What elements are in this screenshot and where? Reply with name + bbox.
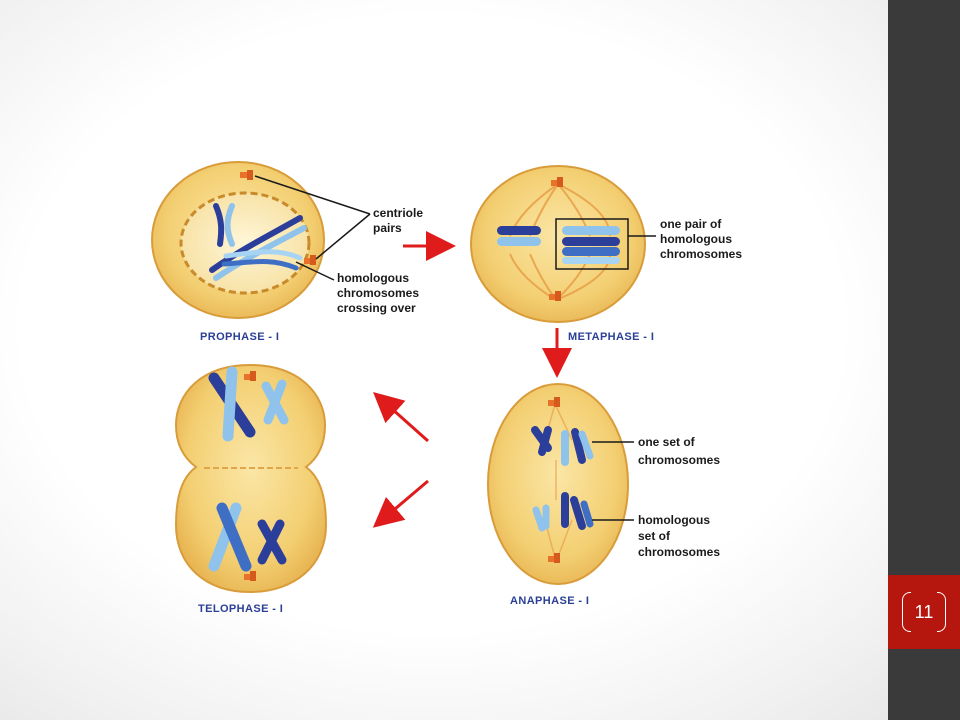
chromosome-group: [532, 492, 594, 532]
annotation-centriole-pairs: centriole pairs: [373, 206, 426, 235]
chromosome-group: [208, 502, 287, 572]
stage-label-metaphase: METAPHASE - I: [568, 331, 654, 343]
left-bracket-icon: [902, 592, 911, 632]
meiosis-diagram: centriole pairs homologous chromosomes c…: [151, 161, 742, 615]
page-number: 11: [914, 602, 934, 622]
stage-label-prophase: PROPHASE - I: [200, 331, 279, 343]
right-bracket-icon: [937, 592, 946, 632]
arrow-icon: [372, 479, 429, 528]
metaphase-cell: [470, 165, 646, 323]
centriole-icon: [548, 397, 560, 407]
centriole-icon: [551, 177, 563, 187]
stage-label-anaphase: ANAPHASE - I: [510, 595, 589, 607]
annotation-homologous-set: homologous set of chromosomes: [638, 513, 720, 559]
chromosome-group: [497, 226, 620, 264]
nuclear-envelope: [179, 191, 311, 295]
annotation-one-set: one set of chromosomes: [638, 435, 720, 467]
centriole-icon: [244, 371, 256, 381]
annotation-crossing-over: homologous chromosomes crossing over: [337, 271, 422, 315]
arrow-icon: [373, 392, 429, 443]
prophase-cell: [151, 161, 325, 319]
centriole-icon: [548, 553, 560, 563]
stage-label-telophase: TELOPHASE - I: [198, 603, 283, 615]
anaphase-cell: [487, 383, 629, 585]
homologous-pair-box: [555, 218, 629, 270]
centriole-icon: [240, 170, 253, 180]
centriole-icon: [304, 255, 316, 265]
centriole-icon: [549, 291, 561, 301]
page-number-frame: 11: [902, 592, 946, 632]
telophase-cell: [174, 363, 328, 594]
centriole-icon: [244, 571, 256, 581]
annotation-homologous-pair: one pair of homologous chromosomes: [660, 217, 742, 261]
chromosome-group: [208, 366, 289, 442]
page-number-badge: 11: [888, 575, 960, 649]
chromosome-group: [209, 203, 307, 281]
chromosome-group: [531, 426, 594, 466]
